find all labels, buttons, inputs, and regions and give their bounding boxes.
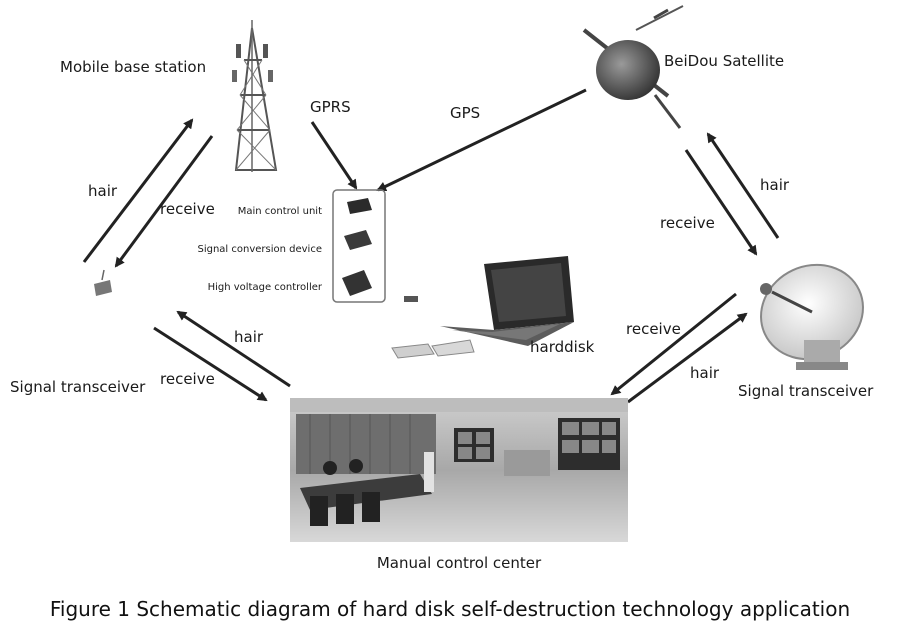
label-receive-bottom-left: receive <box>160 370 215 388</box>
label-signal-conversion-device: Signal conversion device <box>197 244 322 255</box>
control-module-box <box>332 189 386 303</box>
receive-arrow-left <box>114 135 214 268</box>
main-control-unit-icon <box>347 198 372 214</box>
hair-arrow-bottom-right <box>627 312 748 404</box>
receive-arrow-bottom-right <box>610 292 737 396</box>
hair-arrow-right <box>706 132 780 239</box>
label-manual-control-center: Manual control center <box>377 554 542 572</box>
label-beidou-satellite: BeiDou Satellite <box>664 52 784 70</box>
label-gps: GPS <box>450 104 480 122</box>
label-high-voltage-controller: High voltage controller <box>208 282 323 293</box>
control-center-photo <box>290 398 628 542</box>
receive-arrow-bottom-left <box>153 326 268 402</box>
hair-arrow-bottom-left <box>176 310 291 388</box>
label-receive-left: receive <box>160 200 215 218</box>
label-hair-bottom-left: hair <box>234 328 264 346</box>
signal-conversion-device-icon <box>344 230 372 250</box>
gps-arrow <box>376 88 587 192</box>
satellite-icon <box>582 5 684 129</box>
figure-caption: Figure 1 Schematic diagram of hard disk … <box>50 597 850 621</box>
label-hair-bottom-right: hair <box>690 364 720 382</box>
label-main-control-unit: Main control unit <box>238 206 322 217</box>
label-signal-transceiver-left: Signal transceiver <box>10 378 146 396</box>
label-hair-left: hair <box>88 182 118 200</box>
satellite-dish-icon <box>760 263 864 370</box>
high-voltage-controller-icon <box>342 270 372 296</box>
label-hair-right: hair <box>760 176 790 194</box>
label-harddisk: harddisk <box>530 338 595 356</box>
label-mobile-base-station: Mobile base station <box>60 58 206 76</box>
gprs-arrow <box>310 121 358 190</box>
base-station-tower-icon <box>232 20 278 172</box>
laptop-icon <box>404 256 574 346</box>
label-receive-bottom-right: receive <box>626 320 681 338</box>
label-gprs: GPRS <box>310 98 351 116</box>
harddisk-icon <box>391 339 475 359</box>
hair-arrow-left <box>82 118 194 263</box>
signal-transceiver-left-icon <box>94 269 112 296</box>
label-signal-transceiver-right: Signal transceiver <box>738 382 874 400</box>
receive-arrow-right <box>684 149 758 256</box>
label-receive-right: receive <box>660 214 715 232</box>
